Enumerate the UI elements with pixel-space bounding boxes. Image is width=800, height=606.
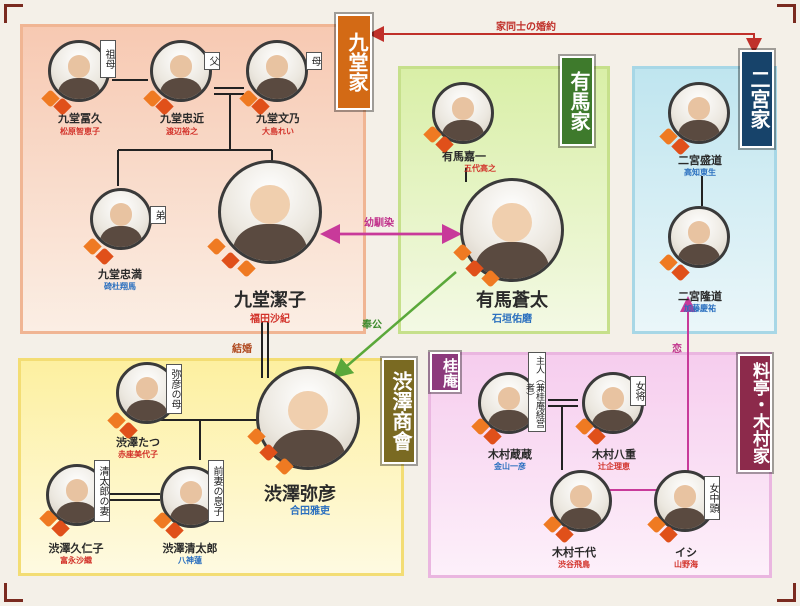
- person-name: 渋澤久仁子: [48, 542, 104, 555]
- person-name: 九堂忠近: [160, 112, 204, 125]
- person-name-main: 九堂潔子: [234, 290, 306, 311]
- group-label-kudo: 九堂家: [336, 14, 372, 110]
- actor-name: 松原智恵子: [60, 127, 100, 136]
- role-tag: 清太郎の妻: [94, 460, 110, 522]
- person-name: 九堂文乃: [256, 112, 300, 125]
- actor-name: 加藤慶祐: [684, 304, 716, 313]
- relation-childhood-label: 幼馴染: [364, 218, 394, 229]
- person-name: 木村蔵蔵: [488, 448, 532, 461]
- relation-engagement-label: 家同士の婚約: [496, 22, 556, 33]
- actor-name: 大島れい: [262, 127, 294, 136]
- person-name: イシ: [675, 546, 697, 559]
- role-tag: 弟: [150, 206, 166, 224]
- role-tag: 祖母: [100, 40, 116, 78]
- relation-service-label: 奉公: [362, 320, 382, 331]
- group-label-shibusawa: 渋澤商會: [382, 358, 416, 464]
- actor-name: 山野海: [674, 560, 698, 569]
- frame-corner: [777, 4, 796, 23]
- portrait-shibusawa-yahiko: [256, 366, 360, 470]
- person-name: 二宮隆道: [678, 290, 722, 303]
- person-name: 二宮盛道: [678, 154, 722, 167]
- frame-corner: [777, 583, 796, 602]
- actor-name: 赤座美代子: [118, 450, 158, 459]
- person-name: 木村八重: [592, 448, 636, 461]
- actor-name: 五代高之: [464, 164, 496, 173]
- engagement-line: [378, 33, 762, 54]
- person-name-main: 渋澤弥彦: [264, 484, 336, 505]
- actor-name: 碕杜翔馬: [104, 282, 136, 291]
- portrait-kudo-fumino: [246, 40, 308, 102]
- group-label-keian: 桂庵: [430, 352, 460, 392]
- person-name: 九堂忠満: [98, 268, 142, 281]
- actor-name: 福田沙紀: [250, 314, 290, 325]
- actor-name: 石垣佑磨: [492, 314, 532, 325]
- service-line: [332, 271, 457, 379]
- actor-name: 富永沙織: [60, 556, 92, 565]
- group-label-kimura: 料亭・木村家: [738, 354, 772, 472]
- role-tag: 前妻の息子: [208, 460, 224, 522]
- role-tag: 主人（兼桂庵経営者）: [524, 352, 546, 432]
- frame-corner: [4, 4, 23, 23]
- person-name: 渋澤たつ: [116, 436, 160, 449]
- role-tag: 母: [306, 52, 322, 70]
- portrait-ninomiya-morimichi: [668, 82, 730, 144]
- person-name: 有馬嘉一: [442, 150, 486, 163]
- group-label-arima: 有馬家: [560, 56, 594, 146]
- person-name: 九堂冨久: [58, 112, 102, 125]
- portrait-kimura-chiyo: [550, 470, 612, 532]
- actor-name: 辻企理恵: [598, 462, 630, 471]
- role-tag: 弥彦の母: [166, 364, 182, 414]
- relation-love-label: 恋: [672, 344, 682, 355]
- portrait-kudo-tadamitsu: [90, 188, 152, 250]
- frame-corner: [4, 583, 23, 602]
- role-tag: 父: [204, 52, 220, 70]
- portrait-kudo-tomihisa: [48, 40, 110, 102]
- portrait-ninomiya-takamichi: [668, 206, 730, 268]
- actor-name: 合田雅吏: [290, 506, 330, 517]
- role-tag: 女中頭: [704, 476, 720, 520]
- person-name-main: 有馬蒼太: [476, 290, 548, 311]
- actor-name: 渋谷飛鳥: [558, 560, 590, 569]
- actor-name: 高知東生: [684, 168, 716, 177]
- actor-name: 渡辺裕之: [166, 127, 198, 136]
- portrait-kudo-kiyoko: [218, 160, 322, 264]
- relation-marriage-label: 結婚: [232, 344, 252, 355]
- person-name: 渋澤清太郎: [162, 542, 218, 555]
- role-tag: 女将: [630, 376, 646, 406]
- actor-name: 八神蓮: [178, 556, 202, 565]
- portrait-kudo-tadachika: [150, 40, 212, 102]
- portrait-arima-kaichi: [432, 82, 494, 144]
- person-name: 木村千代: [552, 546, 596, 559]
- group-label-ninomiya: 二宮家: [740, 50, 774, 148]
- actor-name: 金山一彦: [494, 462, 526, 471]
